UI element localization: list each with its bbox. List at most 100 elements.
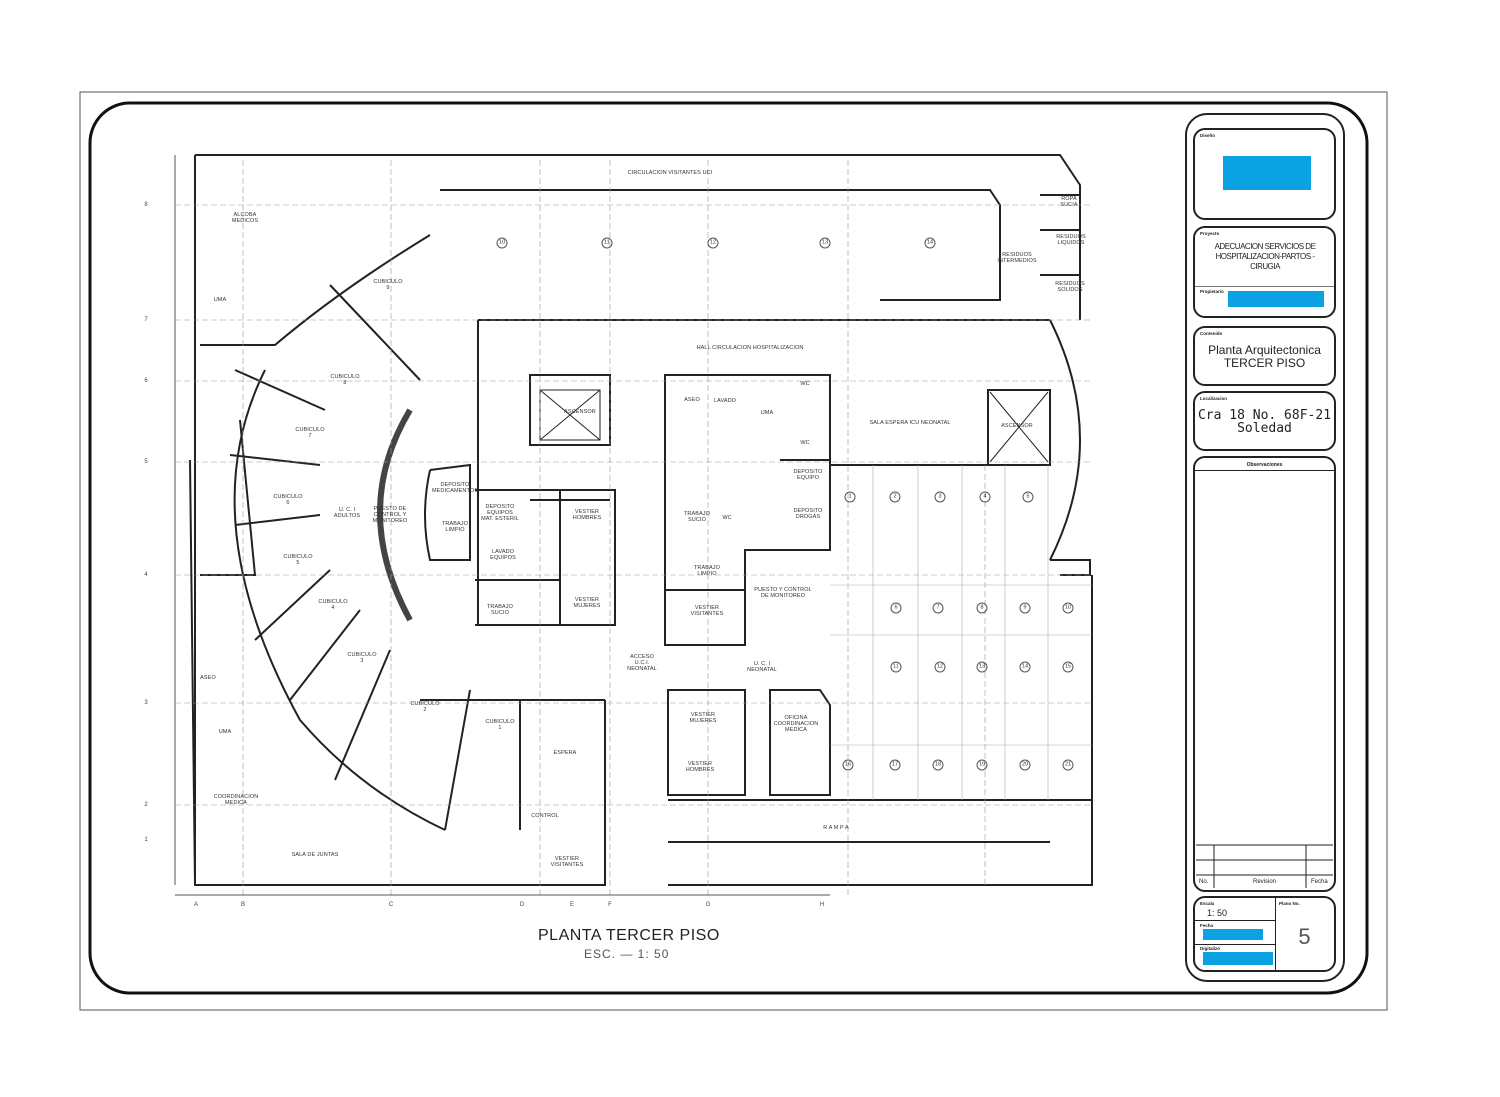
location-line-1: Cra 18 No. 68F-21 [1197,408,1332,423]
room-label: VESTIER HOMBRES [685,761,715,773]
neonatal-bay-lines [830,465,1092,800]
design-redaction [1223,156,1311,190]
sheet-number-label: Plano No. [1279,901,1300,906]
room-label: ASCENSOR [1001,423,1033,429]
room-label: U. C. I NEONATAL [747,661,777,673]
project-label: Proyecto [1200,231,1220,236]
sheet-inner-border [88,101,1369,995]
room-label: CUBICULO 6 [273,494,303,506]
bed-number: 4 [979,491,991,503]
room-label: CONTROL [531,813,559,819]
room-label: CUBICULO 4 [318,599,348,611]
grid-column-label: B [240,902,246,908]
bed-number: 14 [1019,661,1031,673]
content-box: Contenido Planta Arquitectonica TERCER P… [1193,326,1336,386]
grid-row-label: 5 [144,459,148,465]
bed-number: 6 [890,602,902,614]
room-label: HALL CIRCULACION HOSPITALIZACION [696,345,804,351]
room-label: DEPOSITO EQUIPO [793,469,823,481]
bed-number: 9 [1019,602,1031,614]
content-line-2: TERCER PISO [1223,356,1306,370]
room-label: U. C. I ADULTOS [333,507,361,519]
room-label: UMA [213,297,227,303]
bed-number: 12 [707,237,719,249]
room-label: DEPOSITO DROGAS [793,508,823,520]
bed-number: 3 [934,491,946,503]
room-label: TRABAJO LIMPIO [441,521,469,533]
room-label: CIRCULACION VISITANTES UCI [627,170,713,176]
room-label: ROPA SUCIA [1060,196,1078,208]
room-label: ALCOBA MEDICOS [231,212,259,224]
content-label: Contenido [1200,331,1223,336]
bed-number: 13 [976,661,988,673]
room-label: VESTIER MUJERES [689,712,717,724]
bed-number: 2 [889,491,901,503]
room-label: CUBICULO 8 [330,374,360,386]
room-label: COORDINACION MEDICA [213,794,259,806]
revision-date-header: Fecha [1311,879,1328,885]
observations-label: Observaciones [1246,462,1283,468]
room-label: DEPOSITO EQUIPOS MAT. ESTERIL [481,504,519,522]
location-line-2: Soledad [1237,421,1292,436]
room-label: CUBICULO 9 [373,279,403,291]
room-label: TRABAJO LIMPIO [693,565,721,577]
walls [189,154,1093,886]
grid-row-label: 8 [144,202,148,208]
bed-number: 21 [1062,759,1074,771]
scale-label: Escala [1200,901,1215,906]
room-label: VESTIER VISITANTES [690,605,724,617]
bed-number: 11 [890,661,902,673]
grid-lines [175,160,1090,895]
grid-row-label: 3 [144,700,148,706]
date-label: Fecha [1200,923,1214,928]
project-box: Proyecto ADECUACION SERVICIOS DE HOSPITA… [1193,226,1336,318]
bed-number: 17 [889,759,901,771]
title-block-frame [1185,113,1345,982]
room-label: CUBICULO 1 [485,719,515,731]
drawing-scale: ESC. — 1: 50 [584,947,670,961]
bed-number: 11 [601,237,613,249]
room-label: SALA ESPERA ICU NEONATAL [869,420,951,426]
room-label: ACCESO U.C.I. NEONATAL [627,654,657,672]
bed-number: 20 [1019,759,1031,771]
room-label: UMA [760,410,774,416]
revision-header: Revision [1253,879,1277,885]
grid-column-label: F [608,902,612,908]
room-label: DEPOSITO MEDICAMENTOS [431,482,479,494]
grid-row-label: 6 [144,378,148,384]
bed-number: 16 [842,759,854,771]
bed-number: 10 [1062,602,1074,614]
room-label: CUBICULO 2 [410,701,440,713]
bed-number: 15 [1062,661,1074,673]
room-label: RESIDUOS INTERMEDIOS [997,252,1037,264]
bed-number: 18 [932,759,944,771]
room-label: VESTIER VISITANTES [550,856,584,868]
bed-number: 13 [819,237,831,249]
room-label: WC [800,381,810,387]
design-box: Diseño [1193,128,1336,220]
grid-row-label: 1 [144,837,148,843]
bed-number: 14 [924,237,936,249]
room-label: CUBICULO 5 [283,554,313,566]
room-label: RESIDUOS LIQUIDOS [1056,234,1086,246]
grid-column-label: D [519,902,525,908]
location-text: Cra 18 No. 68F-21 Soledad [1195,409,1334,435]
sheet-number: 5 [1298,924,1311,949]
room-label: TRABAJO SUCIO [486,604,514,616]
grid-column-label: E [569,902,575,908]
owner-redaction [1228,291,1324,307]
digitized-label: Digitalizó [1200,946,1220,951]
room-label: TRABAJO SUCIO [683,511,711,523]
room-label: R A M P A [823,825,849,831]
room-label: UMA [218,729,232,735]
drawing-title: PLANTA TERCER PISO [538,927,720,944]
room-label: VESTIER HOMBRES [572,509,602,521]
room-label: PUESTO DE CONTROL Y MONITOREO [372,506,408,524]
grid-column-label: H [819,902,825,908]
dimension-lines [174,155,830,896]
room-label: ASCENSOR [564,409,596,415]
bed-number: 5 [1022,491,1034,503]
grid-column-label: A [193,902,199,908]
room-label: WC [800,440,810,446]
